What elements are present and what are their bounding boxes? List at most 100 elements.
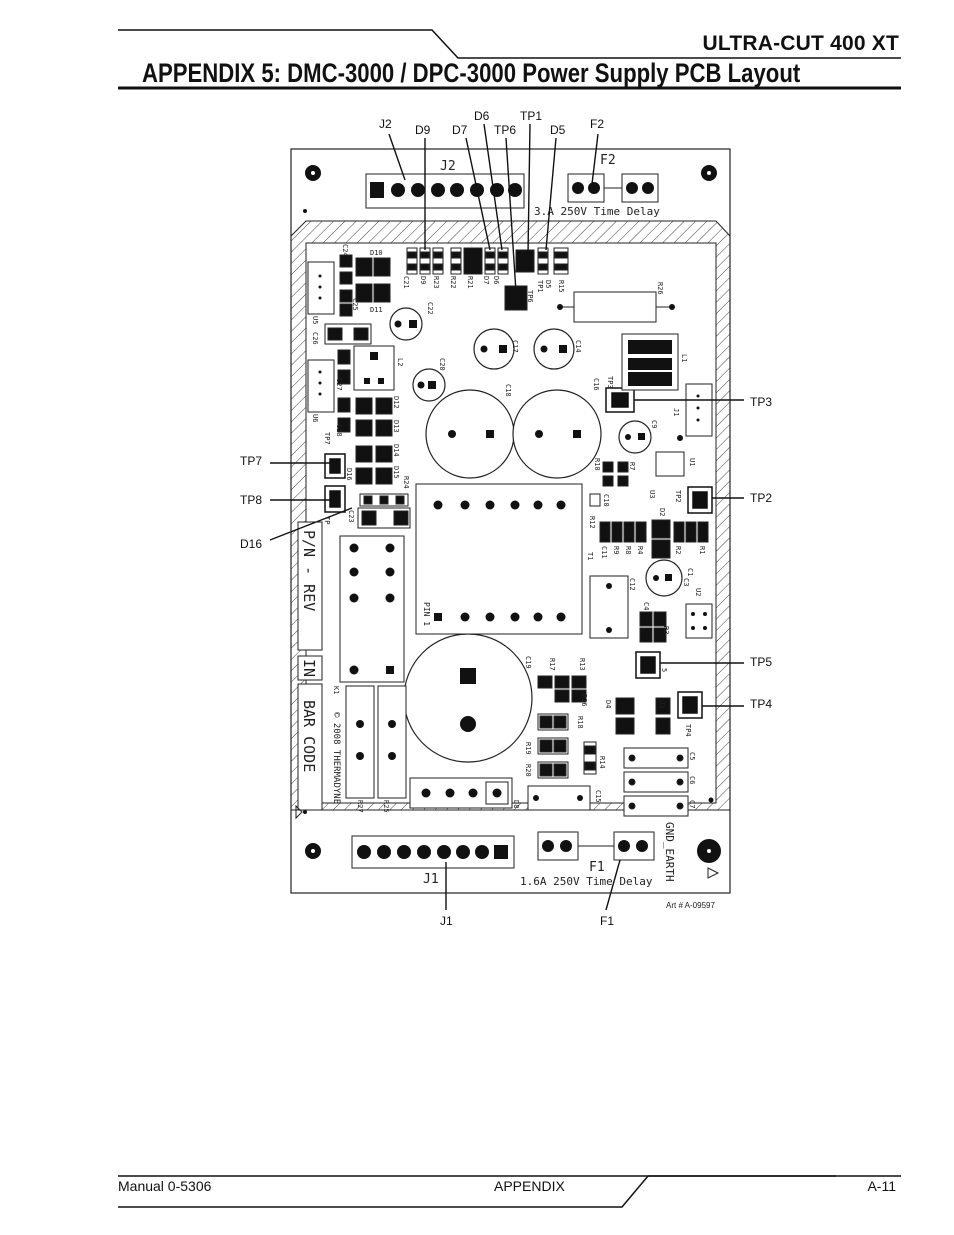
ref-tp4: TP4 [684, 724, 692, 737]
silk-f1: F1 [589, 860, 605, 875]
ref-r4: R4 [636, 546, 644, 554]
ref-c12: C12 [628, 578, 636, 591]
fuse-f2 [567, 173, 659, 203]
ref-c23: C23 [347, 510, 355, 523]
ref-r27: R27 [356, 800, 364, 813]
resistor-r26 [557, 291, 675, 323]
ref-l1: L1 [680, 354, 688, 362]
ref-tp7: TP7 [323, 432, 331, 445]
silk-pn-rev: P/N - REV [300, 530, 318, 611]
ref-r13: R13 [578, 658, 586, 671]
silk-pin1: PIN 1 [422, 602, 431, 626]
callout-j1: J1 [440, 914, 453, 928]
callout-tp4: TP4 [750, 697, 772, 711]
ref-d6: D6 [492, 276, 500, 284]
callout-tp1: TP1 [520, 109, 542, 123]
capacitor-pads [394, 320, 683, 732]
silkscreen-text: J2 F2 3.A 250V Time Delay J1 F1 1.6A 250… [300, 153, 715, 910]
ref-tp3: TP3 [606, 376, 614, 389]
ref-d14: D14 [392, 444, 400, 457]
callout-tp8: TP8 [240, 493, 262, 507]
ref-c3: C3 [682, 578, 690, 586]
ref-r7: R7 [628, 462, 636, 470]
electrolytic-capacitors [389, 307, 683, 763]
ic-u1 [655, 451, 685, 477]
ref-r26: R26 [656, 282, 664, 295]
callout-f2: F2 [590, 117, 604, 131]
ref-d2: D2 [658, 508, 666, 516]
inductor-l1 [621, 333, 679, 391]
ref-c20: C20 [438, 358, 446, 371]
ref-k1: K1 [332, 686, 340, 694]
inductor-l2 [353, 345, 395, 391]
ref-r15: R15 [557, 280, 565, 293]
ref-r3: R3 [662, 626, 670, 634]
ref-r14: R14 [598, 756, 606, 769]
fuse-f1 [537, 831, 655, 861]
ref-r12: R12 [588, 516, 596, 529]
footer-rule [118, 1175, 901, 1208]
ic-u3 [589, 493, 601, 507]
ref-c14: C14 [574, 340, 582, 353]
ref-r9: R9 [612, 546, 620, 554]
ref-r2: R2 [674, 546, 682, 554]
callout-d5: D5 [550, 123, 566, 137]
silk-f2: F2 [600, 153, 616, 168]
ref-d13: D13 [392, 420, 400, 433]
ref-c26: C26 [311, 332, 319, 345]
silk-gnd-earth: GND_EARTH [663, 822, 676, 882]
callout-labels: J2 D9 D7 D6 TP6 TP1 D5 F2 TP3 TP7 TP8 TP… [240, 109, 772, 928]
ref-c6: C6 [688, 776, 696, 784]
connector-j2 [365, 173, 525, 209]
ref-c21: C21 [402, 276, 410, 289]
callout-d6: D6 [474, 109, 490, 123]
ref-r16: R16 [580, 694, 588, 707]
ref-u1: U1 [688, 458, 696, 466]
ref-tp1: TP1 [536, 280, 544, 293]
ref-c4: C4 [642, 602, 650, 610]
ref-c18: C18 [504, 384, 512, 397]
callout-leaders [269, 123, 744, 911]
silk-bar-code: BAR CODE [300, 700, 318, 772]
capacitor-c12 [589, 575, 629, 639]
callout-tp2: TP2 [750, 491, 772, 505]
resistors-r27-r25 [345, 685, 407, 799]
ref-c16: C16 [592, 378, 600, 391]
footer-section: APPENDIX [494, 1178, 565, 1194]
diode-bridge-d8 [409, 777, 513, 809]
callout-d16: D16 [240, 537, 262, 551]
ref-d9: D9 [419, 276, 427, 284]
callout-tp5: TP5 [750, 655, 772, 669]
transformer-t1 [415, 483, 583, 635]
ref-r25: R25 [382, 800, 390, 813]
ref-d12: D12 [392, 396, 400, 409]
ref-c19: C19 [524, 656, 532, 669]
product-name: ULTRA-CUT 400 XT [702, 32, 899, 55]
silk-j2: J2 [440, 159, 456, 174]
ref-r23: R23 [432, 276, 440, 289]
ref-d8: D8 [512, 800, 520, 808]
ref-u6: U6 [311, 414, 319, 422]
ref-d3: D3 [658, 700, 666, 708]
ref-tp5: 5 [660, 668, 668, 672]
silk-f1-rating: 1.6A 250V Time Delay [520, 875, 653, 888]
ref-u2: U2 [694, 588, 702, 596]
silk-f2-rating: 3.A 250V Time Delay [534, 205, 660, 218]
callout-tp7: TP7 [240, 454, 262, 468]
ref-tp2: TP2 [674, 490, 682, 503]
ref-c9: C9 [650, 420, 658, 428]
ref-d15: D15 [392, 466, 400, 479]
ref-d7: D7 [482, 276, 490, 284]
silk-copyright: © 2008 THERMADYNE [331, 712, 341, 804]
ref-l2: L2 [396, 358, 404, 366]
ref-c10: C10 [602, 494, 610, 507]
silk-in: IN [300, 659, 318, 677]
callout-j2: J2 [379, 117, 392, 131]
capacitor-c15 [527, 785, 591, 811]
orientation-mark [295, 804, 303, 820]
test-points [324, 387, 713, 719]
label-boxes [297, 521, 323, 811]
ref-r17: R17 [548, 658, 556, 671]
ref-r19: R19 [524, 742, 532, 755]
